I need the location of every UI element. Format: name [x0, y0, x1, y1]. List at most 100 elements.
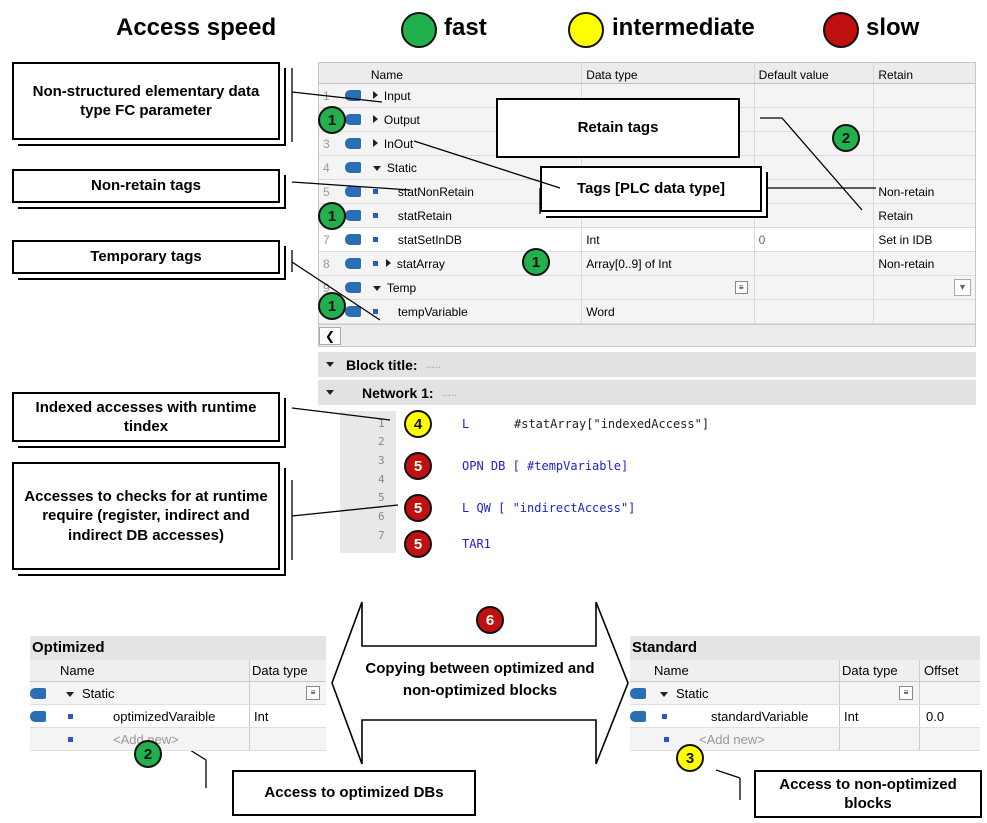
default-value: 0 [755, 228, 875, 251]
network-dots: ..... [441, 386, 457, 399]
line-number: 3 [378, 454, 385, 467]
expand-icon[interactable] [372, 139, 378, 147]
table-row[interactable]: 7 statSetInDB Int 0 Set in IDB [319, 228, 975, 252]
block-title-bar[interactable]: Block title: ..... [318, 352, 976, 377]
table-row[interactable]: 8 statArray Array[0..9] of Int Non-retai… [319, 252, 975, 276]
col-type[interactable]: Data type [582, 63, 755, 83]
badge-intermediate: 3 [676, 744, 704, 772]
callout-non-retain: Non-retain tags [12, 169, 280, 203]
network-bar[interactable]: Network 1: ..... [318, 380, 976, 405]
block-title: Block title: [346, 356, 418, 373]
col-name[interactable]: Name [654, 660, 840, 681]
standard-table: Standard Name Data type Offset Static ≡ … [630, 636, 980, 751]
col-retain[interactable]: Retain [878, 68, 913, 82]
col-name[interactable]: Name [60, 660, 250, 681]
dropdown-icon[interactable]: ▼ [954, 279, 972, 296]
retain-value: Non-retain [878, 185, 935, 199]
offset-value: 0.0 [926, 709, 945, 724]
parameter-icon [344, 138, 361, 149]
retain-value: Non-retain [878, 257, 935, 271]
parameter-icon [344, 186, 361, 197]
optimized-title: Optimized [30, 636, 326, 660]
table-row[interactable]: 10 tempVariable Word [319, 300, 975, 324]
data-type: Int [254, 709, 269, 724]
expand-icon[interactable] [385, 259, 391, 267]
tag-name: Static [676, 686, 709, 701]
code-op[interactable]: L [462, 417, 470, 431]
tag-name: optimizedVaraible [113, 709, 216, 724]
slow-dot [823, 12, 859, 48]
tag-name: statArray [396, 257, 445, 271]
code-editor[interactable]: 1 2 3 4 5 6 7 L #statArray["indexedAcces… [340, 411, 976, 553]
legend-slow: slow [866, 14, 920, 41]
col-offset[interactable]: Offset [924, 663, 959, 678]
tag-name: Input [383, 89, 411, 103]
parameter-icon [344, 210, 361, 221]
code-line-5[interactable]: L QW [ "indirectAccess"] [462, 501, 636, 515]
legend-title: Access speed [116, 14, 277, 41]
standard-title: Standard [630, 636, 980, 660]
collapse-icon[interactable] [372, 166, 381, 171]
callout-retain-tags: Retain tags [496, 98, 740, 158]
collapse-icon[interactable] [372, 286, 381, 291]
network-title: Network 1: [362, 384, 434, 401]
parameter-icon [344, 162, 361, 173]
row-number: 7 [323, 233, 330, 247]
table-row[interactable]: 9 Temp ≡ ▼ [319, 276, 975, 300]
line-number: 4 [378, 473, 385, 486]
col-default[interactable]: Default value [755, 63, 875, 83]
add-new[interactable]: <Add new> [699, 732, 765, 747]
callout-non-opt: Access to non-optimized blocks [754, 770, 982, 818]
collapse-icon[interactable] [326, 390, 334, 395]
code-line-7[interactable]: TAR1 [462, 537, 491, 551]
retain-value: Retain [878, 209, 913, 223]
table-row[interactable]: standardVariable Int 0.0 [630, 705, 980, 728]
col-type[interactable]: Data type [252, 663, 308, 678]
list-icon[interactable]: ≡ [899, 686, 913, 700]
list-icon[interactable]: ≡ [734, 281, 748, 294]
table-row[interactable]: <Add new> [630, 728, 980, 751]
col-name[interactable]: Name [371, 63, 583, 83]
table-row[interactable]: optimizedVaraible Int [30, 705, 326, 728]
col-type[interactable]: Data type [840, 660, 920, 681]
list-icon[interactable]: ≡ [306, 686, 320, 700]
badge-slow: 6 [476, 606, 504, 634]
tag-bullet-icon [372, 237, 378, 242]
table-row[interactable]: Static ≡ [630, 682, 980, 705]
row-number: 3 [323, 137, 330, 151]
code-line-3[interactable]: OPN DB [ #tempVariable] [462, 459, 629, 473]
tag-name: standardVariable [711, 709, 809, 724]
table-row[interactable]: <Add new> [30, 728, 326, 751]
row-number: 5 [323, 185, 330, 199]
horizontal-scrollbar[interactable]: ❮ [319, 324, 975, 346]
row-number: 1 [323, 89, 330, 103]
data-type: Word [582, 300, 755, 323]
parameter-icon [30, 710, 46, 722]
tag-name: Output [383, 113, 420, 127]
data-type: Int [840, 705, 920, 727]
line-number: 1 [378, 417, 385, 430]
callout-indexed: Indexed accesses with runtime tindex [12, 392, 280, 442]
expand-icon[interactable] [372, 115, 378, 123]
collapse-icon[interactable] [66, 692, 74, 697]
collapse-icon[interactable] [660, 692, 668, 697]
tag-name: Static [386, 161, 417, 175]
parameter-icon [344, 90, 361, 101]
tag-bullet-icon [68, 737, 73, 742]
expand-icon[interactable] [372, 91, 378, 99]
tag-bullet-icon [372, 213, 378, 218]
legend-fast: fast [444, 14, 487, 41]
table-row[interactable]: Static ≡ [30, 682, 326, 705]
retain-value: Set in IDB [878, 233, 933, 247]
double-arrow [331, 601, 629, 765]
parameter-icon [344, 258, 361, 269]
collapse-icon[interactable] [326, 362, 334, 367]
code-arg[interactable]: #statArray["indexedAccess"] [514, 417, 710, 431]
tag-bullet-icon [662, 714, 667, 719]
badge-fast: 2 [832, 124, 860, 152]
scroll-left-icon[interactable]: ❮ [319, 327, 341, 345]
add-new[interactable]: <Add new> [113, 732, 179, 747]
parameter-icon [344, 306, 361, 317]
badge-fast: 1 [318, 106, 346, 134]
tag-bullet-icon [372, 309, 378, 314]
